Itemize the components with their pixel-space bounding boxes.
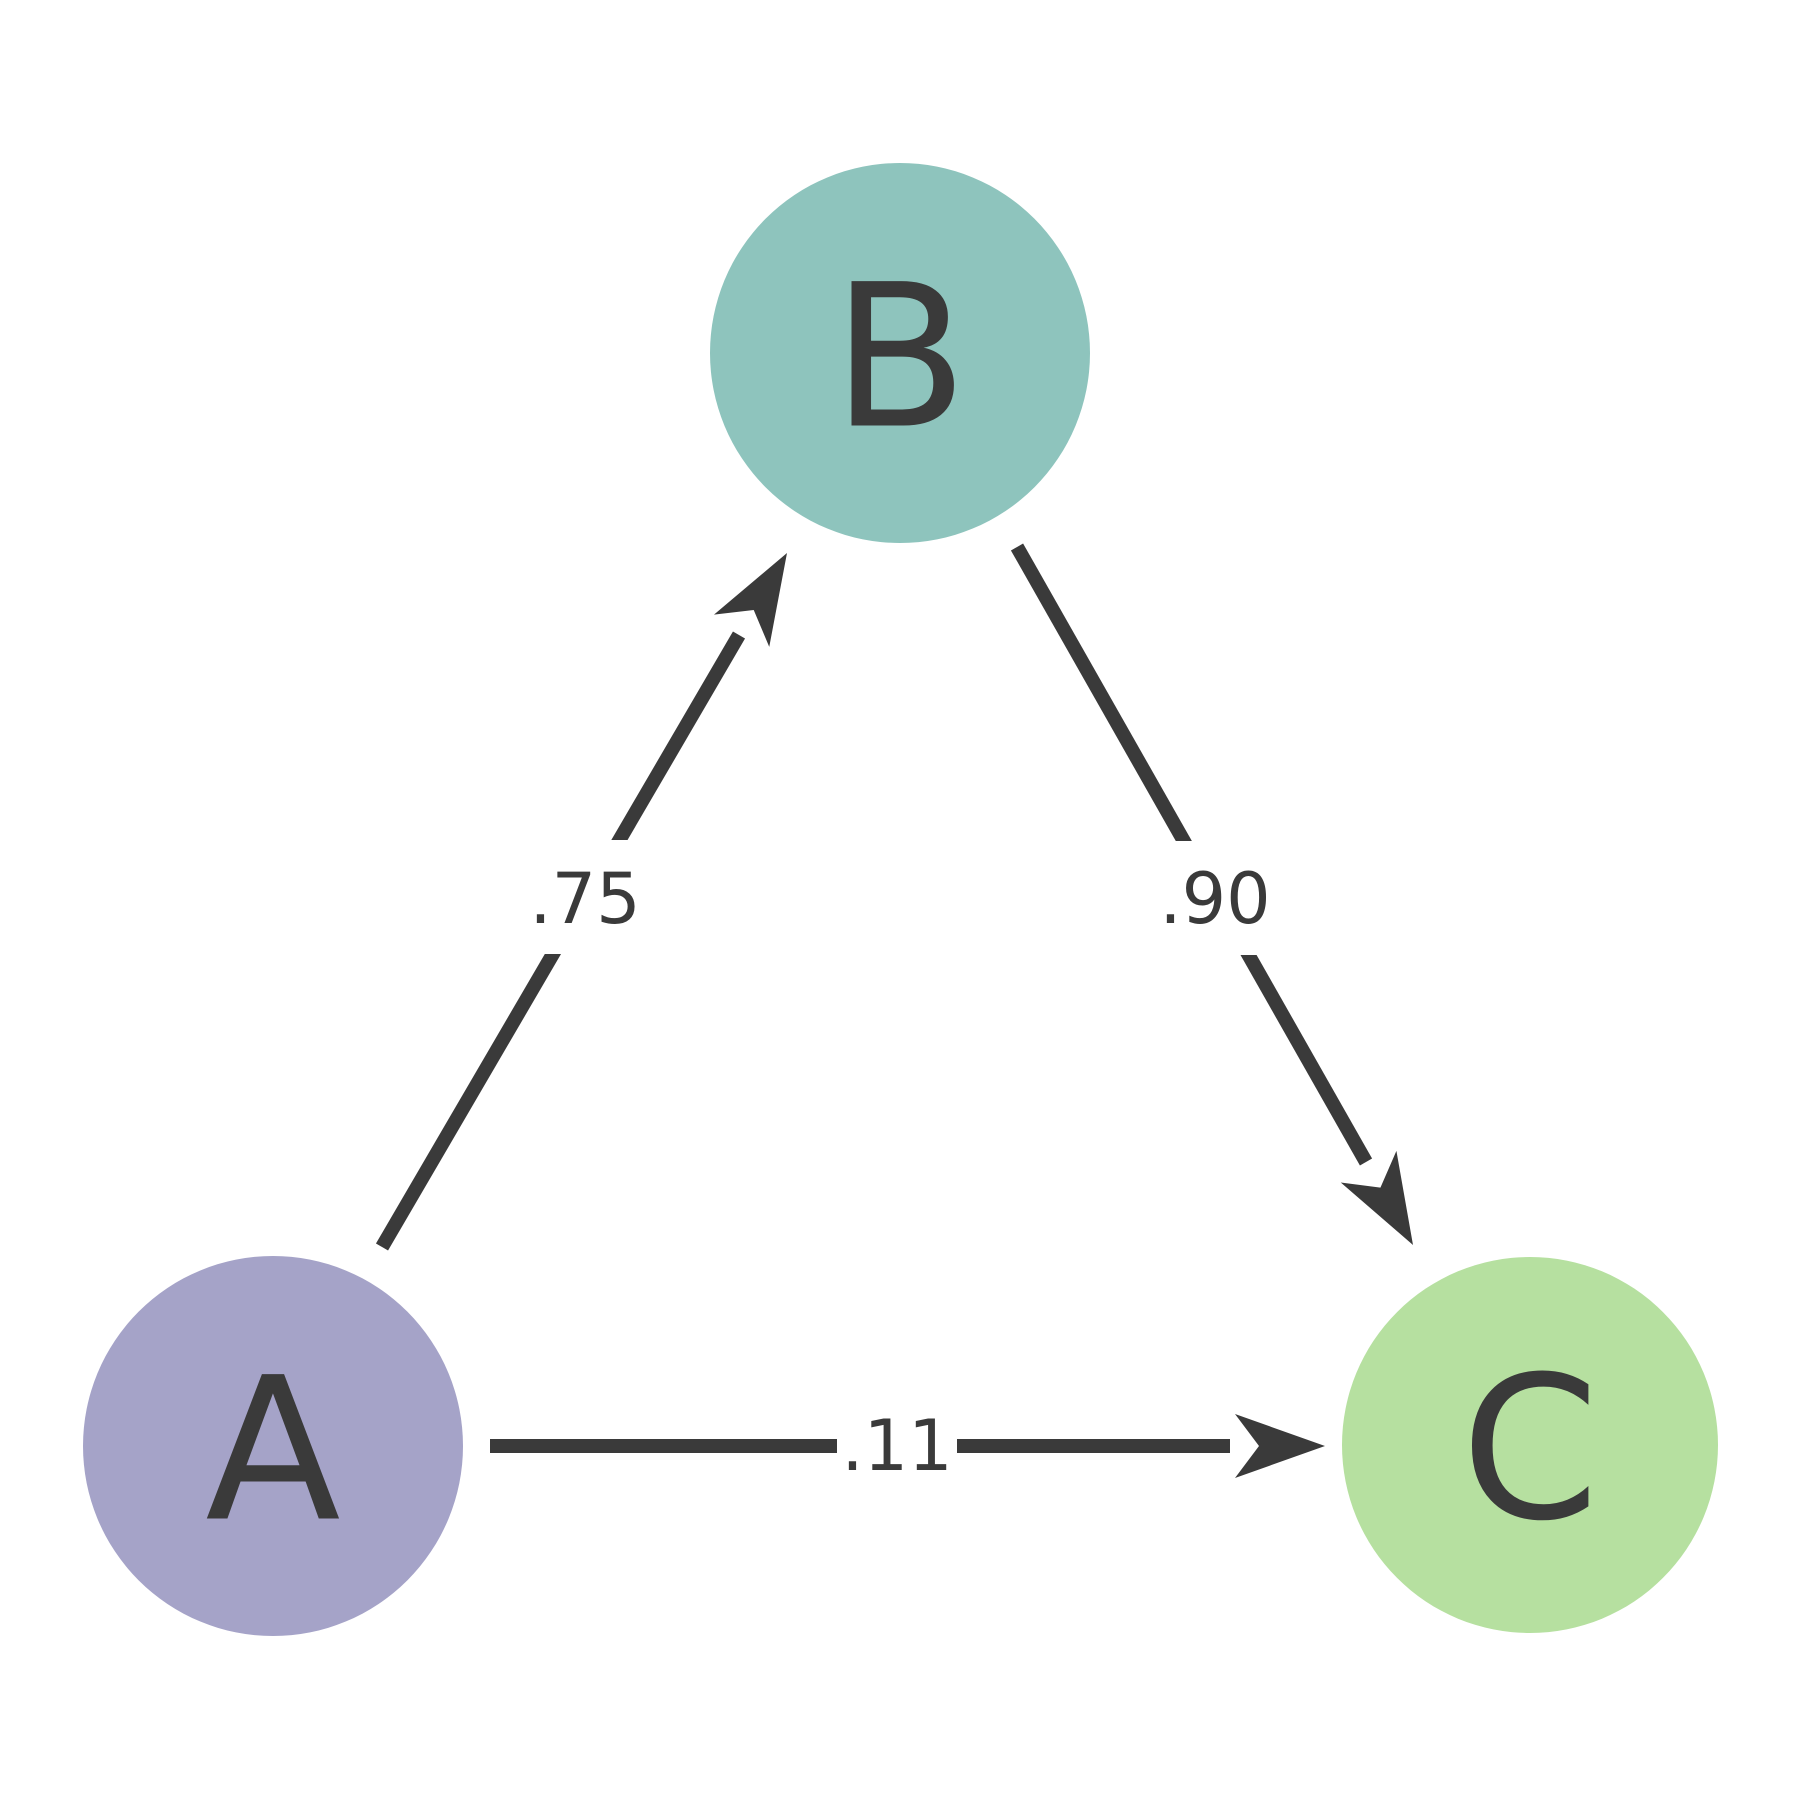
node-a: A	[83, 1256, 463, 1636]
edge-b-c-arrowhead-icon	[1340, 1150, 1413, 1245]
node-b-circle	[710, 163, 1090, 543]
node-c: C	[1342, 1257, 1718, 1633]
edge-b-c-weight: .90	[1159, 858, 1270, 940]
node-c-label: C	[1461, 1334, 1599, 1565]
edge-a-c-label-background	[837, 1407, 957, 1487]
edge-a-b-weight: .75	[529, 858, 640, 940]
edge-a-c: .11	[490, 1405, 1325, 1487]
edge-a-b-label-background	[520, 840, 650, 954]
edge-a-b-arrowhead-icon	[713, 553, 787, 647]
node-b: B	[710, 163, 1090, 543]
edge-b-c: .90	[1010, 543, 1413, 1245]
node-b-label: B	[832, 242, 968, 473]
node-c-circle	[1342, 1257, 1718, 1633]
node-a-label: A	[205, 1335, 340, 1566]
edge-b-c-label-background	[1150, 841, 1280, 955]
node-a-circle	[83, 1256, 463, 1636]
edge-a-b: .75	[375, 553, 787, 1251]
edge-a-c-arrowhead-icon	[1235, 1414, 1325, 1478]
edge-a-c-weight: .11	[841, 1405, 952, 1487]
